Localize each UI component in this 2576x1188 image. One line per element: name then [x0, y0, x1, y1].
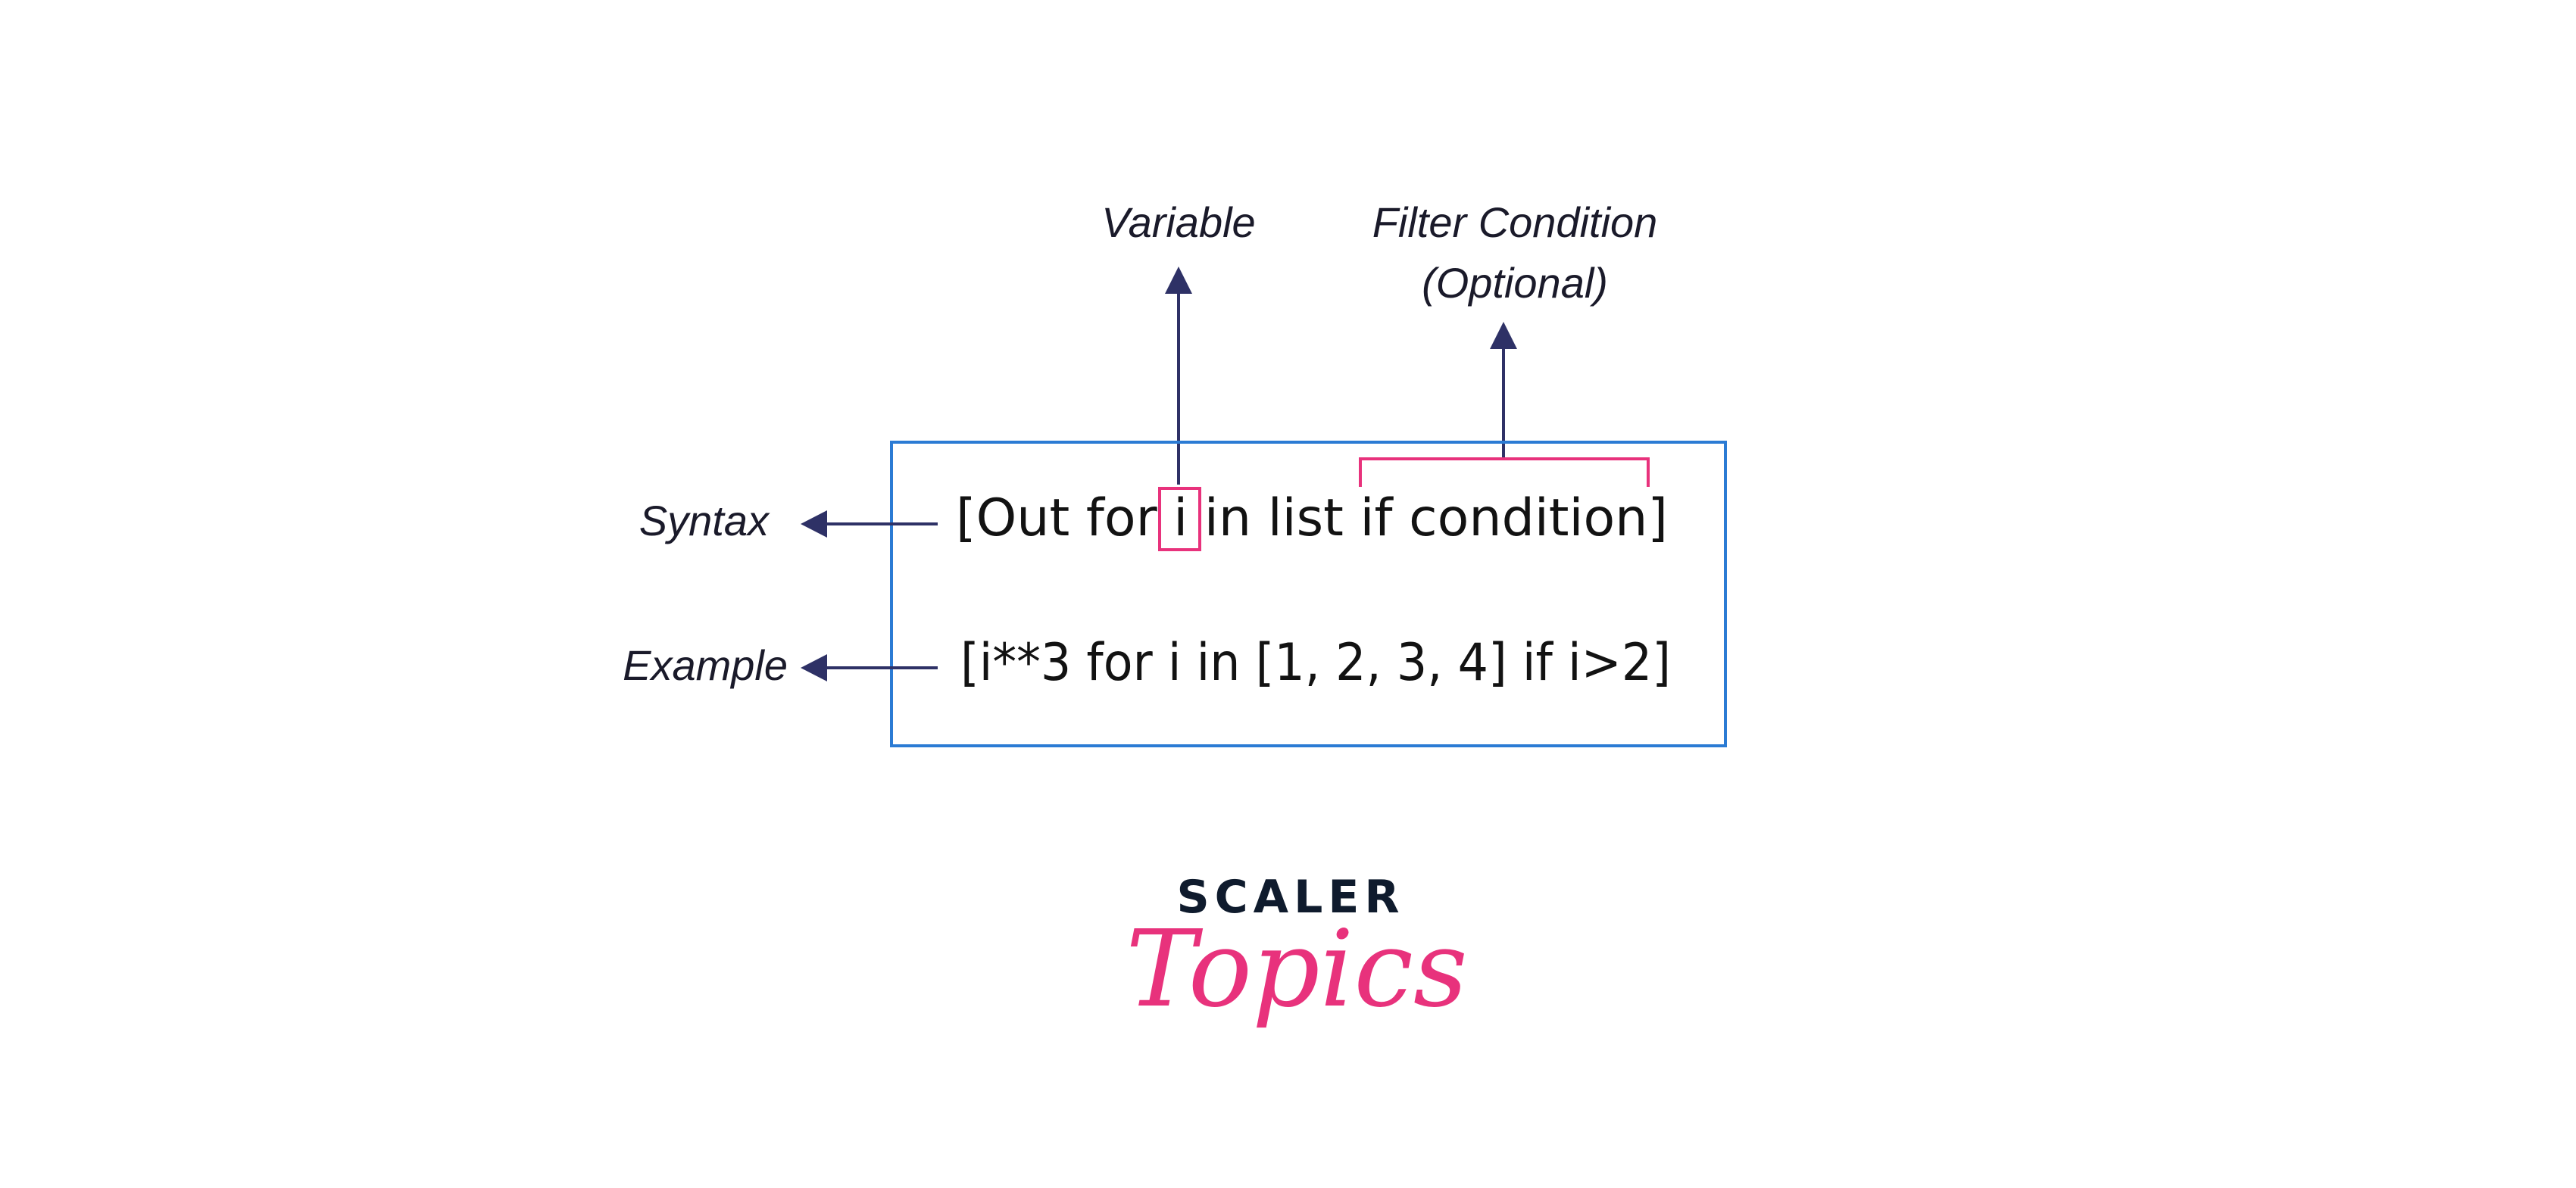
filter-condition-label: Filter Condition	[1372, 198, 1658, 246]
syntax-middle: in list	[1188, 488, 1360, 548]
variable-highlight-box	[1158, 487, 1201, 551]
logo-scaler-text: SCALER	[1176, 871, 1404, 924]
syntax-arrow-head	[801, 510, 827, 538]
variable-label: Variable	[1101, 198, 1255, 246]
syntax-filter: if condition	[1360, 488, 1648, 548]
syntax-label: Syntax	[639, 497, 770, 544]
filter-bracket	[1359, 457, 1650, 487]
example-arrow-head	[801, 654, 827, 681]
syntax-prefix: [Out for	[956, 488, 1173, 548]
filter-arrow-head	[1490, 322, 1517, 349]
filter-optional-label: (Optional)	[1422, 259, 1608, 307]
syntax-variable: i	[1173, 488, 1188, 548]
example-label: Example	[623, 641, 788, 689]
scaler-topics-logo: SCALER Topics	[1126, 871, 1467, 1031]
example-code: [i**3 for i in [1, 2, 3, 4] if i>2]	[960, 633, 1671, 693]
logo-topics-text: Topics	[1126, 908, 1467, 1031]
syntax-code: [Out for i in list if condition]	[956, 488, 1668, 548]
variable-arrow-head	[1165, 267, 1192, 294]
syntax-close: ]	[1647, 488, 1668, 548]
comprehension-box	[890, 441, 1727, 747]
